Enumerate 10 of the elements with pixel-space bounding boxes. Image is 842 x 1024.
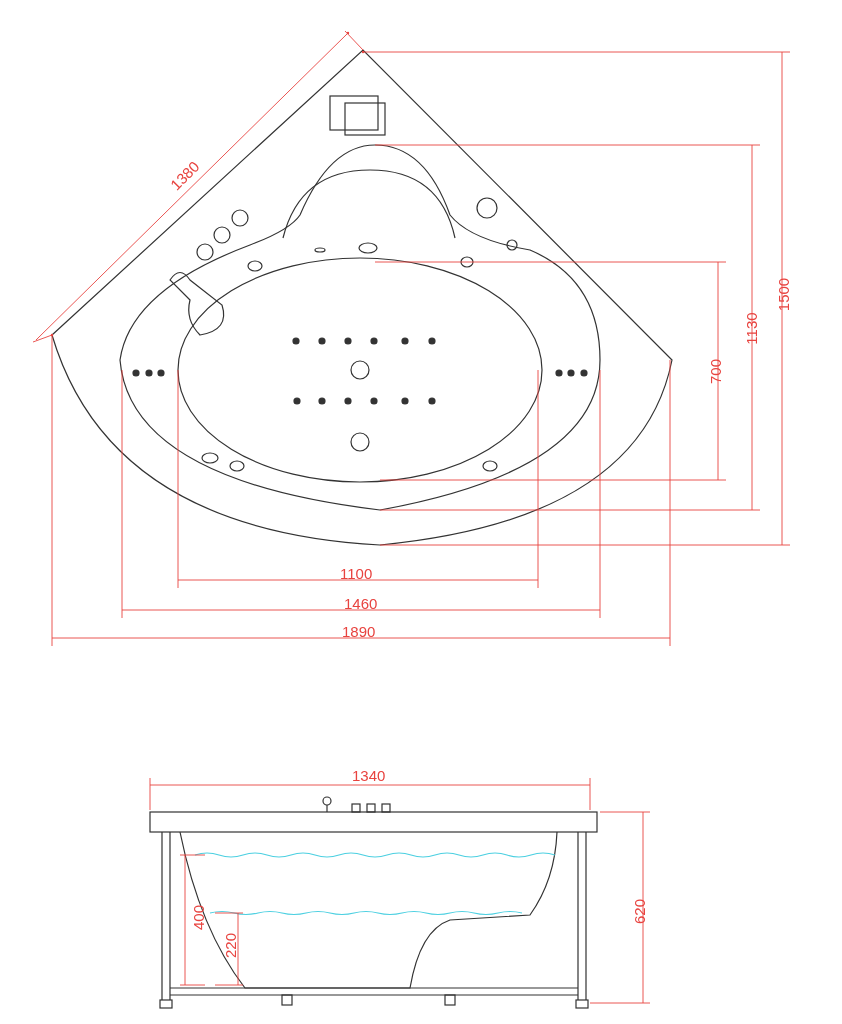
dimension-label: 1100: [340, 566, 373, 581]
dimension-label: 1500: [776, 277, 792, 312]
dimension-label: 220: [223, 933, 238, 958]
dimension-label: 1460: [344, 596, 378, 611]
dimension-label: 620: [632, 899, 647, 924]
dimension-label: 1890: [342, 624, 376, 639]
dimension-label: 700: [708, 359, 723, 384]
dimension-label: 1340: [352, 768, 386, 783]
dimension-label: 1130: [743, 312, 759, 345]
dimension-label: 400: [191, 905, 206, 930]
